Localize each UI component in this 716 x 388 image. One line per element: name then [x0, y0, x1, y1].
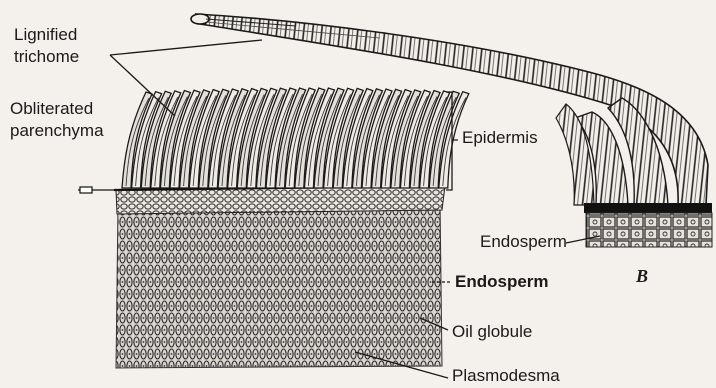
b-endosperm-cells: [586, 213, 712, 247]
label-plasmodesma: Plasmodesma: [452, 366, 560, 386]
label-oil-globule: Oil globule: [452, 322, 532, 342]
label-parenchyma: parenchyma: [10, 121, 104, 141]
label-trichome: trichome: [14, 47, 79, 67]
endosperm-tissue: [116, 200, 442, 368]
label-endosperm-b: Endosperm: [480, 232, 567, 252]
epidermis-hairs: [122, 88, 469, 188]
label-lignified: Lignified: [14, 25, 77, 45]
b-basal-dark-band: [584, 203, 712, 213]
label-panel-b: B: [636, 266, 648, 286]
label-obliterated: Obliterated: [10, 99, 93, 119]
label-epidermis: Epidermis: [462, 128, 538, 148]
label-endosperm: Endosperm: [455, 272, 549, 292]
leader-trichome-long: [110, 40, 262, 55]
